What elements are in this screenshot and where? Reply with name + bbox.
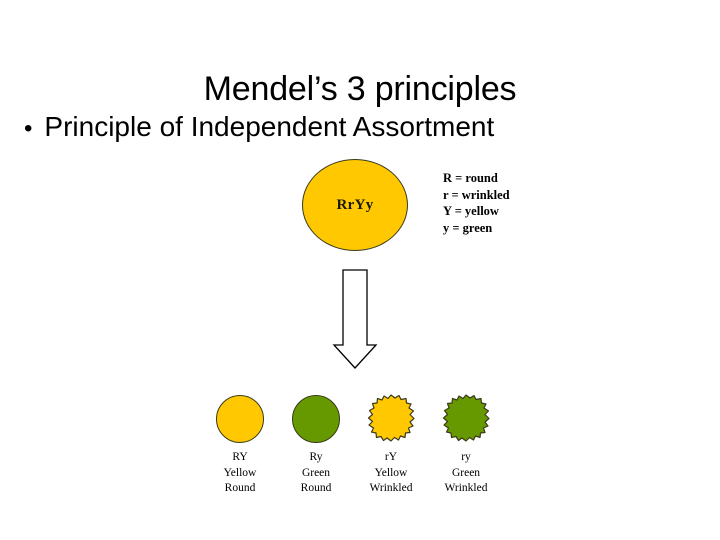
bullet-item: • Principle of Independent Assortment	[24, 110, 696, 146]
seed-shape-round-green	[290, 393, 342, 445]
round-seed-icon	[216, 395, 264, 443]
offspring-genotype-label: ry	[461, 451, 471, 463]
parent-genotype-label: RrYy	[336, 196, 374, 213]
bullet-item-label: Principle of Independent Assortment	[44, 111, 495, 142]
legend-line-yellow: Y = yellow	[443, 204, 499, 218]
round-seed-icon	[292, 395, 340, 443]
offspring-genotype-label: RY	[232, 451, 248, 463]
legend-line-green: y = green	[443, 220, 493, 235]
page-title: Mendel’s 3 principles	[203, 69, 517, 108]
offspring-shape-label: Wrinkled	[444, 482, 488, 494]
seed-shape-wrinkled-green	[440, 393, 492, 445]
offspring-shape-label: Round	[300, 482, 332, 494]
offspring-color-label: Green	[451, 466, 481, 479]
legend-line-round: R = round	[443, 171, 498, 185]
offspring-color-label: Yellow	[374, 466, 408, 479]
wrinkled-seed-icon	[442, 394, 490, 442]
offspring-labels: Ry Green Round	[301, 450, 332, 497]
wrinkled-seed-icon	[367, 394, 415, 442]
allele-legend: R = round r = wrinkled Y = yellow y = gr…	[443, 170, 510, 236]
offspring-item: ry Green Wrinkled	[426, 393, 506, 518]
offspring-genotype-label: rY	[384, 451, 398, 463]
offspring-shape-label: Round	[224, 482, 256, 494]
offspring-item: rY Yellow Wrinkled	[351, 393, 431, 518]
seed-shape-wrinkled-yellow	[365, 393, 417, 445]
offspring-labels: RY Yellow Round	[224, 450, 257, 497]
legend-line-wrinkled: r = wrinkled	[443, 187, 510, 202]
offspring-item: RY Yellow Round	[200, 393, 280, 518]
down-arrow-icon	[331, 269, 379, 369]
offspring-labels: ry Green Wrinkled	[445, 450, 488, 497]
offspring-item: Ry Green Round	[276, 393, 356, 518]
offspring-color-label: Green	[301, 466, 331, 479]
offspring-labels: rY Yellow Wrinkled	[370, 450, 413, 497]
seed-shape-round-yellow	[214, 393, 266, 445]
offspring-genotype-label: Ry	[309, 451, 323, 463]
offspring-shape-label: Wrinkled	[369, 482, 413, 494]
bullet-marker-icon: •	[24, 115, 33, 142]
parent-seed-diagram: RrYy	[302, 159, 408, 251]
offspring-group: RY Yellow Round Ry Green Round rY	[200, 393, 520, 518]
offspring-color-label: Yellow	[223, 466, 257, 479]
